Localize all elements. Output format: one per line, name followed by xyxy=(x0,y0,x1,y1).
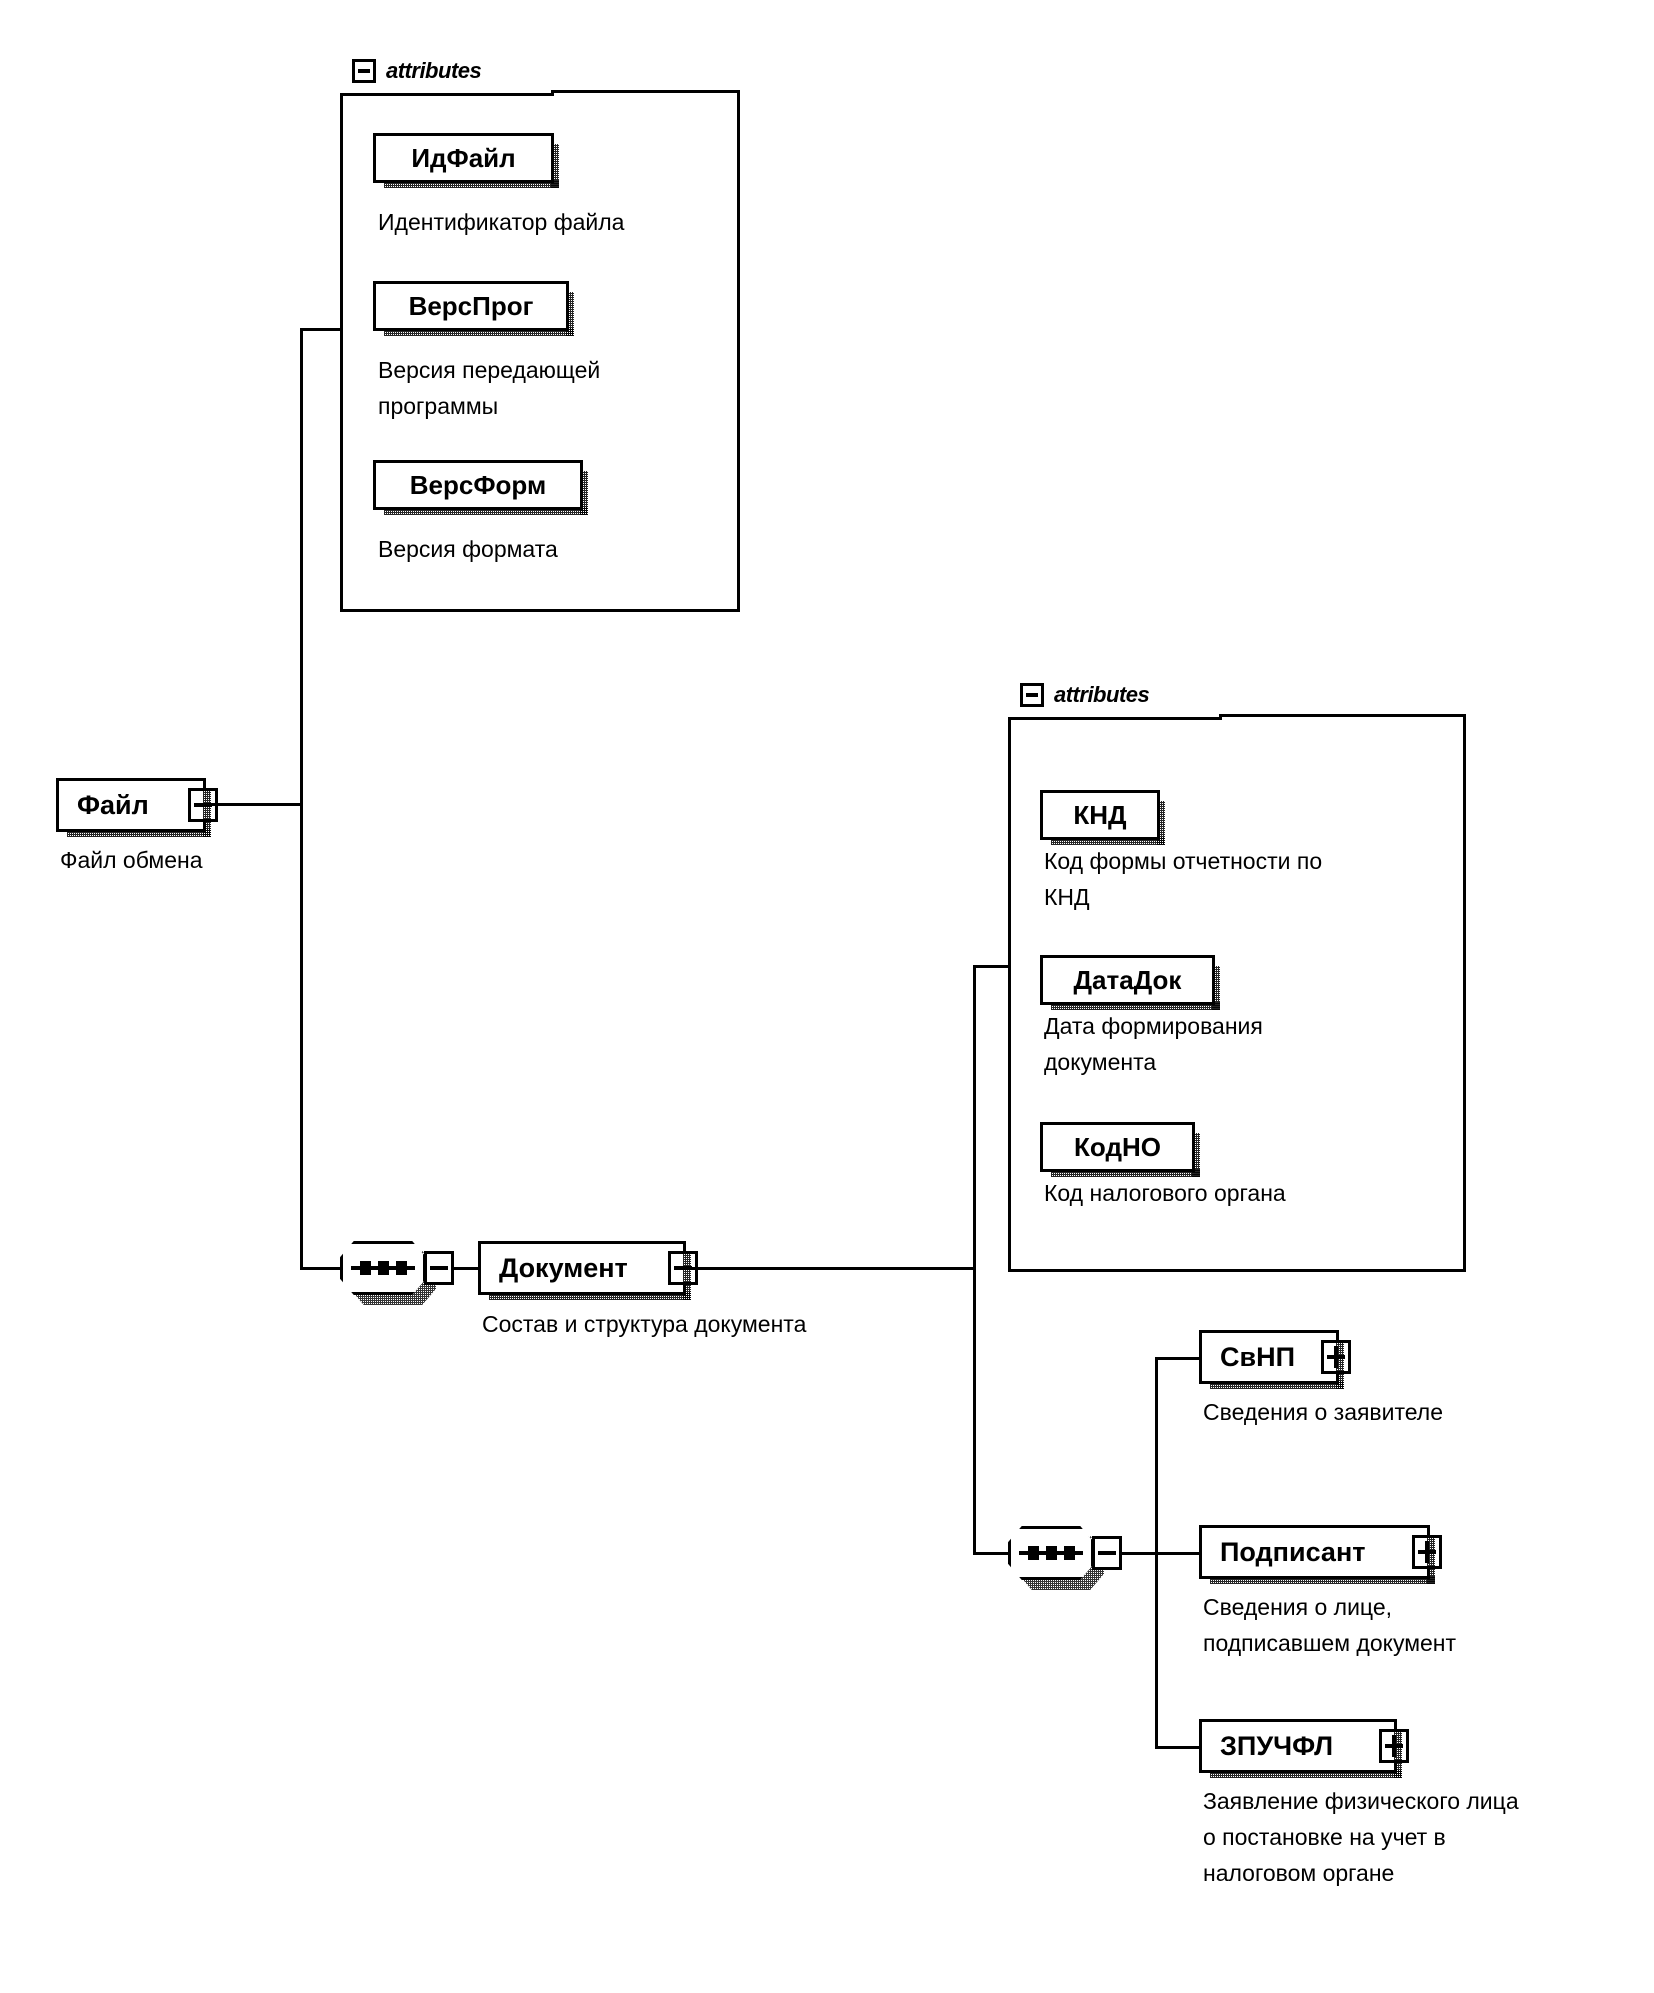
node-shadow-bottom xyxy=(1210,1770,1402,1778)
attribute-chip-label: КНД xyxy=(1073,799,1127,830)
attribute-chip-kodno[interactable]: КодНО xyxy=(1040,1122,1200,1177)
node-label: СвНП xyxy=(1220,1341,1296,1372)
collapse-minus-icon[interactable] xyxy=(352,58,376,83)
node-label: Подписант xyxy=(1220,1536,1366,1567)
attribute-chip-label: ИдФайл xyxy=(411,142,516,173)
node-shadow-bottom xyxy=(1210,1381,1344,1389)
node-shadow-right xyxy=(683,1252,691,1300)
node-label: Документ xyxy=(499,1252,628,1283)
attribute-chip-datadok[interactable]: ДатаДок xyxy=(1040,955,1220,1010)
attribute-chip-label: ДатаДок xyxy=(1073,964,1182,995)
connector-to-podpisant xyxy=(1155,1552,1200,1555)
connector-trunk2-to-document-sequence xyxy=(973,1552,1008,1555)
attributes-tab-gap-file xyxy=(551,46,743,92)
collapse-minus-icon-file-sequence[interactable] xyxy=(424,1251,454,1285)
connector-to-zpuchfl xyxy=(1155,1746,1200,1749)
connector-trunk-to-file-sequence xyxy=(300,1267,340,1270)
sequence-icon[interactable] xyxy=(340,1241,426,1295)
node-shadow-bottom xyxy=(489,1292,691,1300)
attributes-tab-document[interactable]: attributes xyxy=(1008,672,1222,720)
connector-trunk-to-attributes-file xyxy=(300,328,342,331)
node-shadow-right xyxy=(203,789,211,837)
attribute-caption-idfail: Идентификатор файла xyxy=(378,209,625,235)
attribute-chip-label: ВерсФорм xyxy=(409,469,547,500)
sequence-icon[interactable] xyxy=(1008,1526,1094,1580)
attribute-chip-knd-main[interactable]: КНД xyxy=(1040,790,1165,845)
attribute-chip-versprog[interactable]: ВерсПрог xyxy=(373,281,574,336)
attributes-tab-label: attributes xyxy=(1054,681,1150,707)
attribute-chip-label: КодНО xyxy=(1074,1131,1161,1162)
node-shadow-right xyxy=(1336,1341,1344,1389)
node-shadow-right xyxy=(1394,1730,1402,1778)
chip-shadow xyxy=(551,144,559,188)
node-shadow-right xyxy=(1427,1536,1435,1584)
collapse-minus-icon-document-sequence[interactable] xyxy=(1092,1536,1122,1570)
node-shadow-bottom xyxy=(1210,1576,1435,1584)
attribute-caption-versform: Версия формата xyxy=(378,536,558,562)
attributes-box-document-tabline xyxy=(1219,714,1466,717)
attribute-chip-versform[interactable]: ВерсФорм xyxy=(373,460,588,515)
attributes-tab-label: attributes xyxy=(386,57,482,83)
attribute-chip-label: ВерсПрог xyxy=(408,290,534,321)
attribute-caption-kodno: Код налогового органа xyxy=(1044,1180,1286,1206)
connector-file-sequence-to-document xyxy=(453,1267,479,1270)
attributes-box-file-tabline xyxy=(551,90,740,93)
node-fail[interactable]: Файл xyxy=(56,778,218,837)
connector-trunk2-to-attributes-document xyxy=(973,965,1011,968)
node-caption-svnp: Сведения о заявителе xyxy=(1203,1399,1444,1425)
node-svnp[interactable]: СвНП xyxy=(1199,1330,1351,1389)
node-zpuchfl[interactable]: ЗПУЧФЛ xyxy=(1199,1719,1409,1778)
chip-shadow xyxy=(1157,801,1165,845)
connector-trunk-vertical xyxy=(300,328,303,1270)
node-caption-zpuchfl: Заявление физического лица о постановке … xyxy=(1203,1788,1519,1886)
sequence-dots xyxy=(343,1261,423,1275)
chip-shadow xyxy=(580,471,588,515)
attributes-tab-gap-document xyxy=(1219,670,1469,716)
connector-document-to-trunk2 xyxy=(686,1267,976,1270)
connector-to-svnp xyxy=(1155,1357,1200,1360)
chip-shadow xyxy=(566,292,574,336)
node-label: ЗПУЧФЛ xyxy=(1220,1730,1334,1761)
node-caption-podpisant: Сведения о лице, подписавшем документ xyxy=(1203,1594,1457,1656)
chip-shadow xyxy=(1192,1133,1200,1177)
collapse-minus-icon[interactable] xyxy=(1020,682,1044,707)
node-label: Файл xyxy=(77,789,149,820)
node-dokument[interactable]: Документ xyxy=(478,1241,698,1300)
connector-fail-to-trunk xyxy=(206,803,303,806)
node-shadow-bottom xyxy=(67,829,211,837)
attribute-caption-datadok: Дата формирования документа xyxy=(1044,1013,1263,1075)
connector-trunk2-vertical xyxy=(973,965,976,1555)
attribute-caption-knd: Код формы отчетности по КНД xyxy=(1044,848,1323,910)
node-caption-fail: Файл обмена xyxy=(60,847,203,873)
attribute-chip-idfail[interactable]: ИдФайл xyxy=(373,133,559,188)
attributes-tab-file[interactable]: attributes xyxy=(340,48,554,96)
chip-shadow xyxy=(1212,966,1220,1010)
node-podpisant[interactable]: Подписант xyxy=(1199,1525,1442,1584)
sequence-dots xyxy=(1011,1546,1091,1560)
node-caption-dokument: Состав и структура документа xyxy=(482,1311,807,1337)
connector-document-sequence-out xyxy=(1121,1552,1157,1555)
attribute-caption-versprog: Версия передающей программы xyxy=(378,357,601,419)
